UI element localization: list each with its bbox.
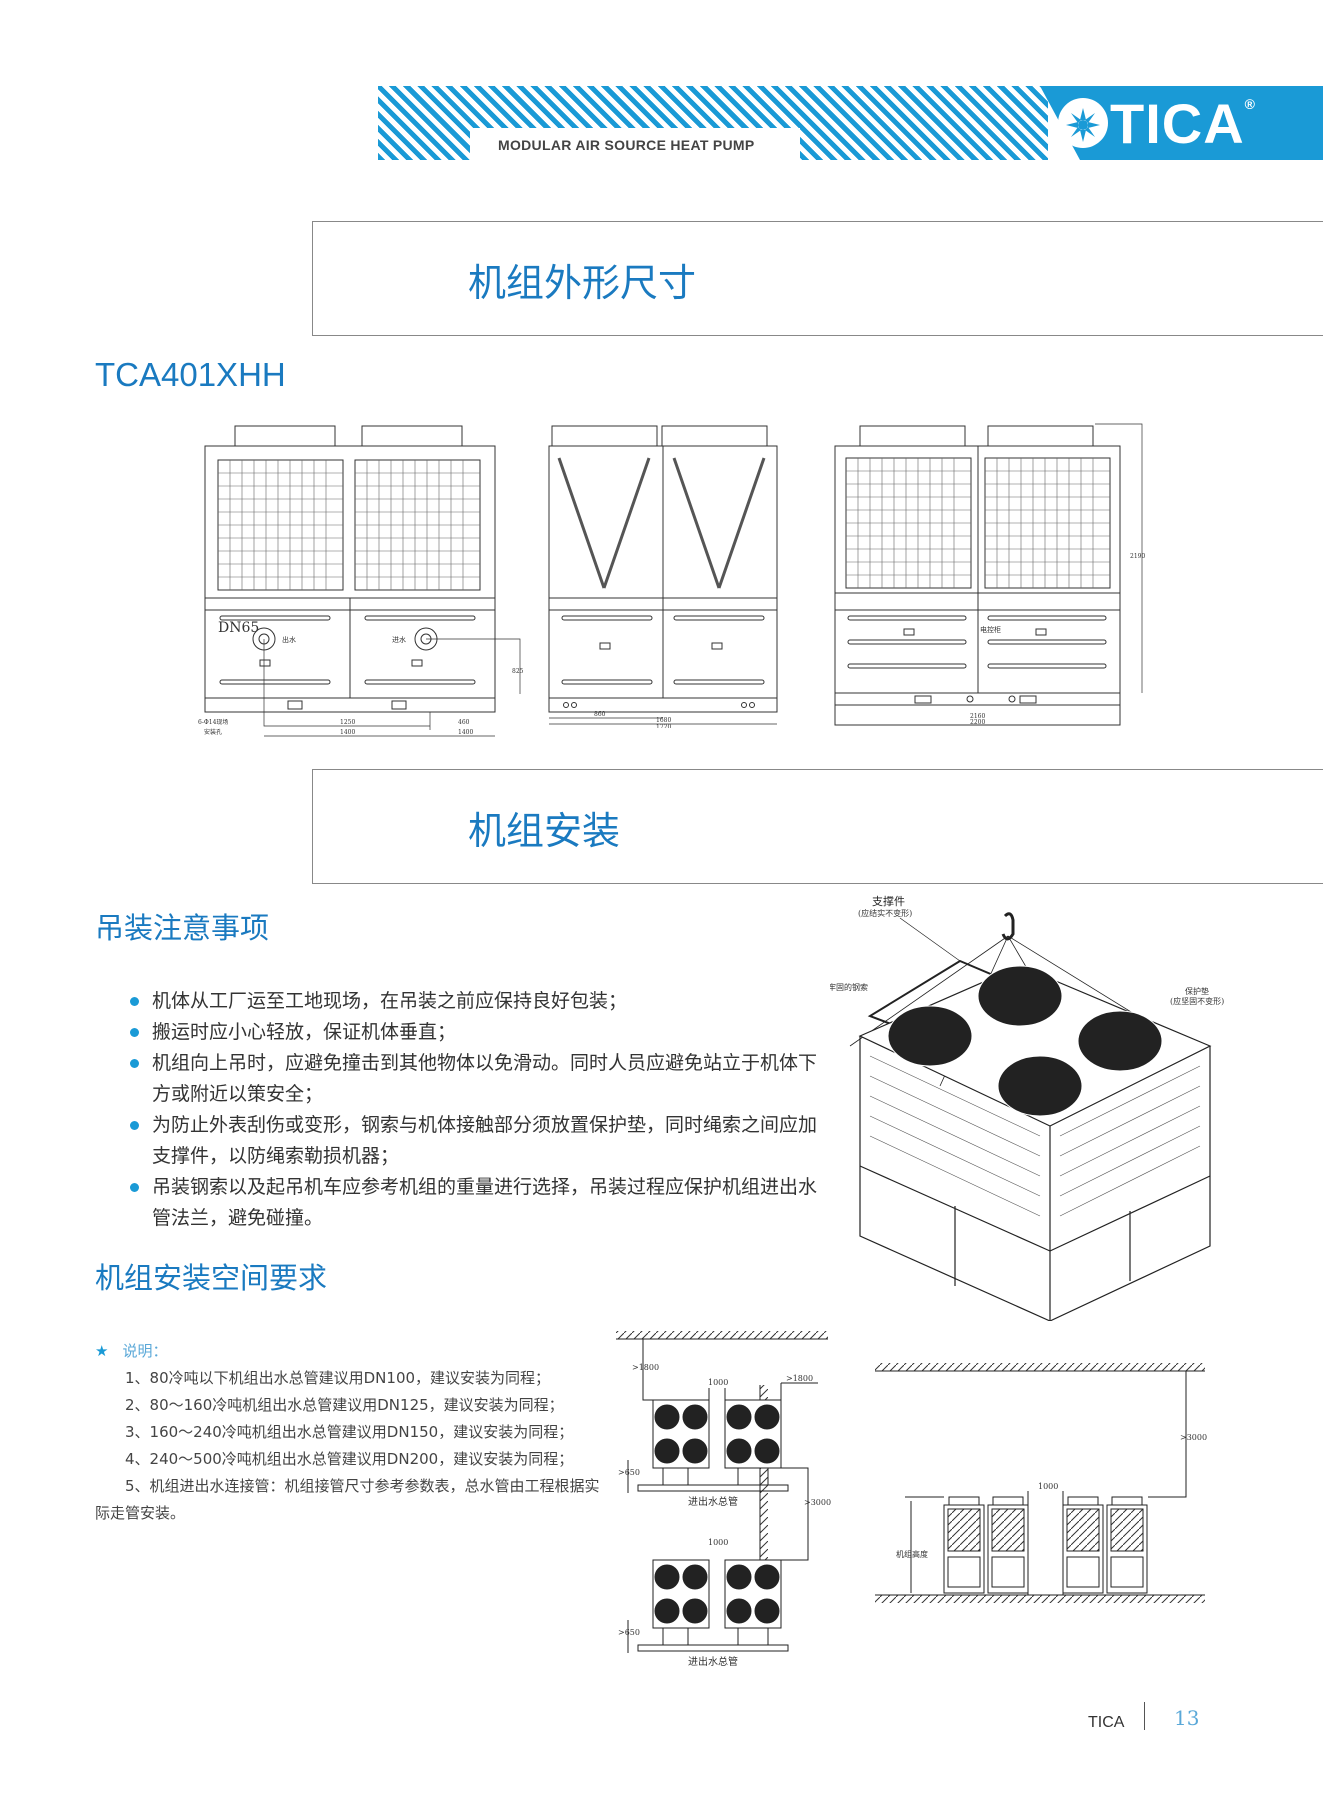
dim-label: 1000: [708, 1538, 728, 1547]
list-item: 机组向上吊时，应避免撞击到其他物体以免滑动。同时人员应避免站立于机体下方或附近以…: [128, 1048, 828, 1110]
star-icon: ★: [95, 1342, 109, 1360]
dim-label: 2200: [970, 719, 985, 726]
footer-brand: TICA: [1088, 1714, 1125, 1731]
logo-registered: ®: [1244, 96, 1256, 112]
side-view-drawing: 860 1680 1720: [548, 425, 778, 728]
dim-label: 1400: [458, 729, 473, 736]
note-item: 1、80冷吨以下机组出水总管建议用DN100，建议安装为同程；: [125, 1369, 551, 1387]
pipe-label: 进出水总管: [688, 1495, 738, 1508]
cable-label: 牢固的钢索: [830, 982, 868, 992]
front-view-drawing: DN65 出水 进水 825 1250 460 1400 1400 6-Φ14现…: [198, 425, 524, 737]
list-item: 为防止外表刮伤或变形，钢索与机体接触部分须放置保护垫，同时绳索之间应加支撑件，以…: [128, 1110, 828, 1172]
dim-label: >3000: [1180, 1433, 1207, 1442]
space-requirement-diagram: >1800 >1800 1000 1000 1000 >650 >650 >30…: [616, 1331, 1207, 1668]
dim-label: 2160: [970, 713, 985, 720]
dim-label: 1720: [656, 724, 671, 728]
dim-label: 1000: [1038, 1482, 1058, 1491]
dn-label: DN65: [218, 620, 259, 636]
lifting-diagram: (应结实不变形) 牢固的钢索 保护垫 (应坚固不变形): [830, 908, 1224, 1321]
pipe-label: 进出水总管: [688, 1655, 738, 1668]
note-item: 5、机组进出水连接管：机组接管尺寸参考参数表，总水管由工程根据实际走管安装。: [95, 1477, 600, 1522]
section-title-box-dimensions: 机组外形尺寸: [312, 221, 1323, 336]
section-title: 机组外形尺寸: [468, 261, 697, 305]
rear-view-drawing: 电控柜 2190 2160 2200: [834, 423, 1145, 726]
list-item: 吊装钢索以及起吊机车应参考机组的重量进行选择，吊装过程应保护机组进出水管法兰，避…: [128, 1172, 828, 1234]
dim-label: 860: [594, 711, 606, 718]
logo-text: TICA: [1110, 91, 1245, 155]
space-notes: ★ 说明： 1、80冷吨以下机组出水总管建议用DN100，建议安装为同程； 2、8…: [95, 1338, 605, 1527]
control-box-label: 电控柜: [980, 625, 1001, 634]
lifting-notes-list: 机体从工厂运至工地现场，在吊装之前应保持良好包装； 搬运时应小心轻放，保证机体垂…: [128, 986, 828, 1234]
dim-label: 1400: [340, 729, 355, 736]
model-name: TCA401XHH: [95, 356, 286, 393]
tica-logo: TICA ®: [1058, 91, 1256, 155]
support-label: 支撑件: [870, 893, 907, 909]
list-item: 机体从工厂运至工地现场，在吊装之前应保持良好包装；: [128, 986, 828, 1017]
dim-label: >1800: [632, 1363, 659, 1372]
lifting-heading: 吊装注意事项: [95, 911, 270, 945]
section-title-box-installation: 机组安装: [312, 769, 1323, 884]
footer-divider: [1144, 1702, 1145, 1730]
pad-label: 保护垫: [1185, 986, 1209, 996]
section-title: 机组安装: [468, 809, 621, 853]
inlet-label: 进水: [392, 635, 406, 644]
height-dim: 825: [512, 668, 524, 675]
note-item: 2、80～160冷吨机组出水总管建议用DN125，建议安装为同程；: [125, 1396, 564, 1414]
dim-label: >3000: [804, 1498, 831, 1507]
note-item: 4、240～500冷吨机组出水总管建议用DN200，建议安装为同程；: [125, 1450, 574, 1468]
pad-note: (应坚固不变形): [1170, 996, 1224, 1006]
header-subtitle-bg: [470, 128, 800, 160]
note-title: 说明：: [122, 1342, 168, 1360]
dim-label: >650: [618, 1468, 640, 1477]
height-dim: 2190: [1130, 553, 1145, 560]
outlet-label: 出水: [282, 635, 296, 644]
dim-label: 1680: [656, 717, 671, 724]
mount-hole-label-2: 安装孔: [204, 728, 222, 736]
list-item: 搬运时应小心轻放，保证机体垂直；: [128, 1017, 828, 1048]
page-number: 13: [1174, 1706, 1200, 1730]
tica-fan-icon: [1058, 98, 1108, 148]
unit-height-label: 机组高度: [896, 1549, 928, 1559]
dim-label: 1250: [340, 719, 355, 726]
note-item: 3、160～240冷吨机组出水总管建议用DN150，建议安装为同程；: [125, 1423, 574, 1441]
space-heading: 机组安装空间要求: [95, 1261, 328, 1295]
mount-hole-label: 6-Φ14现场: [198, 718, 228, 726]
dim-label: 460: [458, 719, 470, 726]
dim-label: >650: [618, 1628, 640, 1637]
dim-label: 1000: [708, 1378, 728, 1387]
header-subtitle: MODULAR AIR SOURCE HEAT PUMP: [498, 137, 755, 153]
dim-label: >1800: [786, 1374, 813, 1383]
support-note: (应结实不变形): [858, 908, 912, 918]
